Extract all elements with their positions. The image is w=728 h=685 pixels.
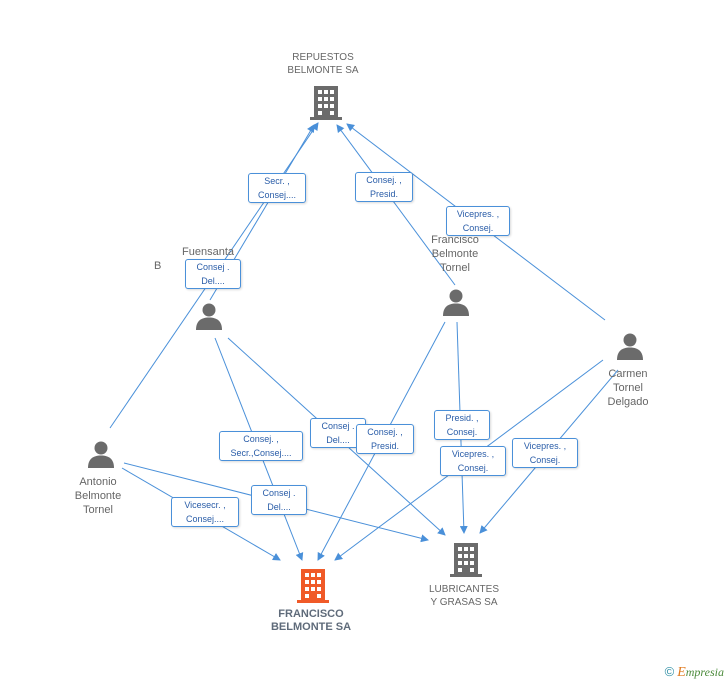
role-line: Consej. , (366, 175, 402, 185)
node-label-line: BELMONTE SA (287, 65, 359, 76)
person-icon[interactable] (195, 302, 223, 330)
role-box[interactable]: Presid. , Consej. (434, 410, 490, 440)
node-label-line: Y GRASAS SA (430, 597, 498, 608)
node-label-line: Belmonte (74, 490, 122, 502)
node-label-line: Belmonte (431, 248, 479, 260)
node-label-repuestos[interactable]: REPUESTOS BELMONTE SA (287, 51, 358, 77)
building-icon[interactable] (310, 86, 342, 120)
building-icon[interactable] (450, 543, 482, 577)
role-box[interactable]: Consej. , Presid. (356, 424, 414, 454)
role-box[interactable]: Secr. , Consej.... (248, 173, 306, 203)
brand-footer[interactable]: ©Empresia (665, 664, 724, 681)
person-icon[interactable] (87, 440, 115, 468)
node-label-francisco-person[interactable]: Francisco Belmonte Tornel (431, 233, 479, 275)
role-line: Del.... (201, 276, 225, 286)
role-line: Consej.... (257, 190, 297, 200)
role-line: Secr. , (264, 176, 290, 186)
node-label-antonio[interactable]: Antonio Belmonte Tornel (75, 475, 121, 517)
role-box[interactable]: Consej . Del.... (185, 259, 241, 289)
node-label-line: BELMONTE SA (270, 621, 352, 633)
role-line: Vicepres. , (451, 449, 495, 459)
role-line: Consej . (196, 262, 230, 272)
node-label-line: Antonio (79, 476, 117, 488)
building-icon-focus[interactable] (297, 569, 329, 603)
role-line: Presid. (369, 189, 398, 199)
role-line: Consej . (262, 488, 296, 498)
node-label-line: Carmen (608, 368, 648, 380)
role-line: Presid. , (445, 413, 479, 423)
node-label-line: Fuensanta (182, 246, 234, 258)
role-line: Consej. (457, 463, 489, 473)
node-label-fuensanta[interactable]: Fuensanta B (154, 245, 234, 273)
role-line: Consej. (462, 223, 494, 233)
node-label-line: FRANCISCO (278, 608, 344, 620)
edge-francisco-repuestos (336, 124, 456, 286)
node-label-line: B (154, 260, 162, 272)
role-line: Consej.... (185, 514, 225, 524)
role-box[interactable]: Consej. , Presid. (355, 172, 413, 202)
node-label-line: Delgado (607, 396, 649, 408)
role-box[interactable]: Consej. , Secr.,Consej.... (219, 431, 303, 461)
node-label-line: Francisco (431, 234, 479, 246)
brand-initial: E (677, 665, 686, 680)
role-line: Consej. , (243, 434, 279, 444)
role-line: Del.... (267, 502, 291, 512)
node-label-line: Tornel (613, 382, 643, 394)
node-label-lubricantes[interactable]: LUBRICANTES Y GRASAS SA (429, 583, 499, 609)
role-line: Vicesecr. , (184, 500, 226, 510)
node-label-line: Tornel (83, 504, 113, 516)
role-box[interactable]: Vicepres. , Consej. (512, 438, 578, 468)
node-label-carmen[interactable]: Carmen Tornel Delgado (608, 367, 649, 409)
role-line: Consej. (529, 455, 561, 465)
node-label-francisco-sa[interactable]: FRANCISCO BELMONTE SA (271, 608, 351, 634)
node-label-line: LUBRICANTES (428, 584, 500, 595)
role-box[interactable]: Vicepres. , Consej. (440, 446, 506, 476)
role-box[interactable]: Consej . Del.... (251, 485, 307, 515)
role-line: Vicepres. , (523, 441, 567, 451)
brand-name: mpresia (685, 665, 724, 679)
copyright-icon: © (664, 664, 675, 679)
node-label-line: REPUESTOS (292, 52, 354, 63)
role-line: Consej. , (367, 427, 403, 437)
role-line: Del.... (326, 435, 350, 445)
role-line: Vicepres. , (456, 209, 500, 219)
person-icon[interactable] (616, 332, 644, 360)
role-line: Consej. (446, 427, 478, 437)
role-line: Consej . (321, 421, 355, 431)
role-box[interactable]: Vicesecr. , Consej.... (171, 497, 239, 527)
role-line: Presid. (370, 441, 399, 451)
role-box[interactable]: Vicepres. , Consej. (446, 206, 510, 236)
node-label-line: Tornel (440, 262, 470, 274)
person-icon[interactable] (442, 288, 470, 316)
role-line: Secr.,Consej.... (230, 448, 292, 458)
